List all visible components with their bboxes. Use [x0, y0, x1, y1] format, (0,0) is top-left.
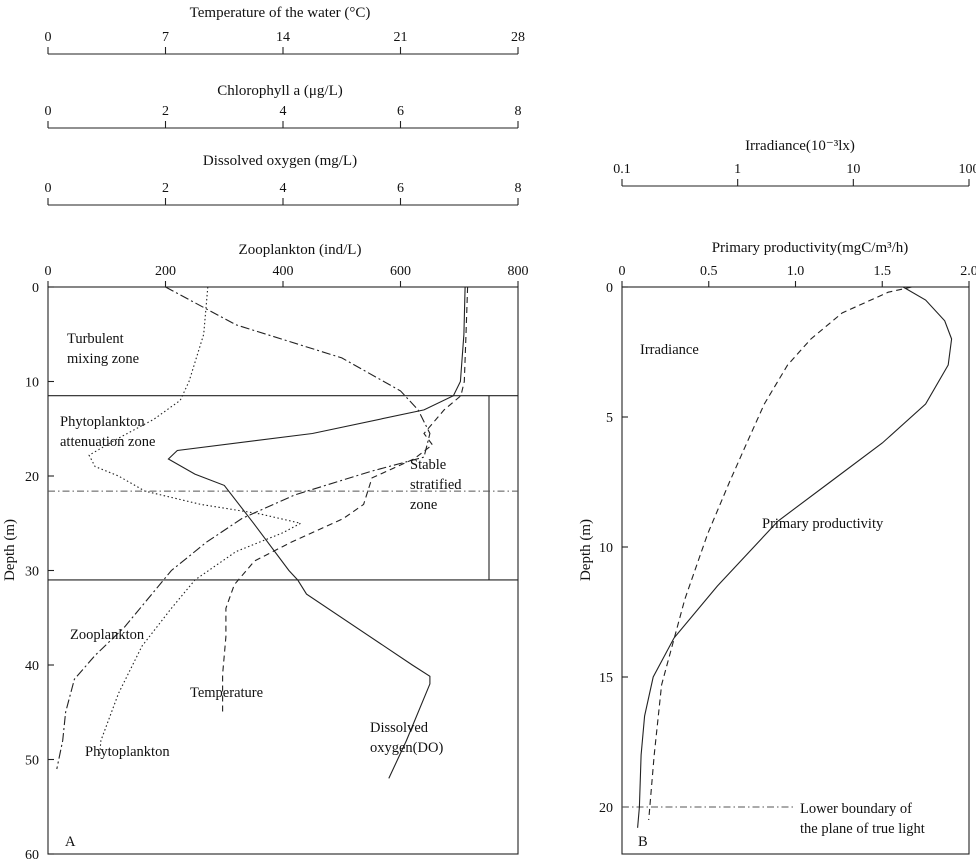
panel-b-depth-axis: 0 5 10 15 20 [599, 281, 628, 816]
dissolved-oxygen-label-2: oxygen(DO) [370, 740, 443, 756]
oxygen-axis: 0 2 4 6 8 [45, 181, 522, 206]
panel-a-depth-tick-label: 40 [25, 659, 39, 674]
temperature-axis-tick-label: 14 [276, 30, 290, 45]
dissolved-oxygen-curve [167, 286, 466, 779]
primary-productivity-curve-label: Primary productivity [762, 516, 884, 532]
irradiance-axis-tick-label: 0.1 [613, 162, 631, 177]
attenuation-zone-label-1: Phytoplankton [60, 414, 145, 430]
panel-b-depth-title: Depth (m) [578, 519, 594, 581]
oxygen-axis-title: Dissolved oxygen (mg/L) [203, 153, 357, 169]
oxygen-axis-tick-label: 2 [162, 181, 169, 196]
true-light-boundary-label-1: Lower boundary of [800, 801, 912, 817]
productivity-axis: 0 0.5 1.0 1.5 2.0 [619, 264, 976, 287]
panel-a-label: A [65, 834, 76, 850]
panel-b-label: B [638, 834, 648, 850]
temperature-axis: 0 7 14 21 28 [45, 30, 525, 55]
temperature-curve-label: Temperature [190, 685, 263, 701]
phytoplankton-curve [88, 286, 303, 755]
panel-a-depth-tick-label: 10 [25, 376, 39, 391]
panel-b-depth-tick-label: 20 [599, 801, 613, 816]
chlorophyll-axis-tick-label: 4 [280, 104, 287, 119]
chlorophyll-axis-tick-label: 0 [45, 104, 52, 119]
irradiance-axis-tick-label: 100 [959, 162, 976, 177]
irradiance-axis: 0.1 1 10 100 [613, 162, 976, 187]
zooplankton-axis-tick-label: 600 [390, 264, 411, 279]
panel-b-depth-tick-label: 5 [606, 411, 613, 426]
irradiance-axis-tick-label: 1 [734, 162, 741, 177]
zooplankton-axis-tick-label: 800 [508, 264, 529, 279]
panel-a-depth-tick-label: 30 [25, 565, 39, 580]
temperature-axis-tick-label: 7 [162, 30, 169, 45]
panel-a-depth-tick-label: 50 [25, 754, 39, 769]
zooplankton-axis-tick-label: 400 [273, 264, 294, 279]
panel-b-plot: 0 5 10 15 20 Depth (m) Irradiance Primary pr… [578, 281, 970, 855]
temperature-axis-tick-label: 28 [511, 30, 525, 45]
irradiance-curve [648, 286, 912, 821]
panel-a-depth-axis: 0 10 20 30 40 50 60 [25, 281, 54, 861]
stable-stratified-zone-label-2: stratified [410, 477, 462, 493]
chlorophyll-axis-tick-label: 6 [397, 104, 404, 119]
zooplankton-axis-title: Zooplankton (ind/L) [239, 242, 362, 258]
productivity-axis-tick-label: 0 [619, 264, 626, 279]
zooplankton-axis-tick-label: 200 [155, 264, 176, 279]
primary-productivity-curve [637, 286, 953, 828]
panel-a-frame [47, 286, 519, 855]
panel-a-depth-tick-label: 60 [25, 848, 39, 861]
oxygen-axis-tick-label: 4 [280, 181, 287, 196]
panel-b-depth-tick-label: 0 [606, 281, 613, 296]
zooplankton-axis-tick-label: 0 [45, 264, 52, 279]
turbulent-mixing-zone-label-2: mixing zone [67, 351, 139, 367]
productivity-axis-tick-label: 2.0 [960, 264, 976, 279]
temperature-axis-title: Temperature of the water (°C) [190, 5, 371, 21]
zooplankton-curve [56, 286, 431, 770]
irradiance-axis-title: Irradiance(10⁻³lx) [745, 138, 855, 154]
panel-a-plot: 0 10 20 30 40 50 60 Depth (m) Turbulent mixing… [2, 281, 519, 861]
panel-b-top-axes: Irradiance(10⁻³lx) 0.1 1 10 100 Primary pro… [613, 138, 976, 287]
stable-stratified-zone-label-3: zone [410, 497, 437, 513]
phytoplankton-curve-label: Phytoplankton [85, 744, 170, 760]
temperature-axis-tick-label: 0 [45, 30, 52, 45]
panel-b-depth-tick-label: 10 [599, 541, 613, 556]
productivity-axis-tick-label: 1.0 [787, 264, 805, 279]
oxygen-axis-tick-label: 8 [515, 181, 522, 196]
attenuation-zone-label-2: attenuation zone [60, 434, 155, 450]
panel-a-depth-tick-label: 0 [32, 281, 39, 296]
panel-a-depth-tick-label: 20 [25, 470, 39, 485]
dissolved-oxygen-label-1: Dissolved [370, 720, 429, 736]
productivity-axis-title: Primary productivity(mgC/m³/h) [712, 240, 909, 256]
temperature-axis-tick-label: 21 [394, 30, 408, 45]
chlorophyll-axis: 0 2 4 6 8 [45, 104, 522, 129]
panel-a-depth-title: Depth (m) [2, 519, 18, 581]
oxygen-axis-tick-label: 0 [45, 181, 52, 196]
turbulent-mixing-zone-label-1: Turbulent [67, 331, 124, 347]
panel-b-frame [621, 286, 970, 855]
irradiance-axis-tick-label: 10 [846, 162, 860, 177]
true-light-boundary-label-2: the plane of true light [800, 821, 925, 837]
productivity-axis-tick-label: 1.5 [874, 264, 892, 279]
chlorophyll-axis-title: Chlorophyll a (μg/L) [217, 83, 343, 99]
irradiance-curve-label: Irradiance [640, 342, 699, 358]
stable-stratified-zone-label-1: Stable [410, 457, 446, 473]
zooplankton-axis: 0 200 400 600 800 [45, 264, 529, 287]
chlorophyll-axis-tick-label: 8 [515, 104, 522, 119]
zooplankton-curve-label: Zooplankton [70, 627, 145, 643]
productivity-axis-tick-label: 0.5 [700, 264, 718, 279]
oxygen-axis-tick-label: 6 [397, 181, 404, 196]
chlorophyll-axis-tick-label: 2 [162, 104, 169, 119]
panel-b-depth-tick-label: 15 [599, 671, 613, 686]
